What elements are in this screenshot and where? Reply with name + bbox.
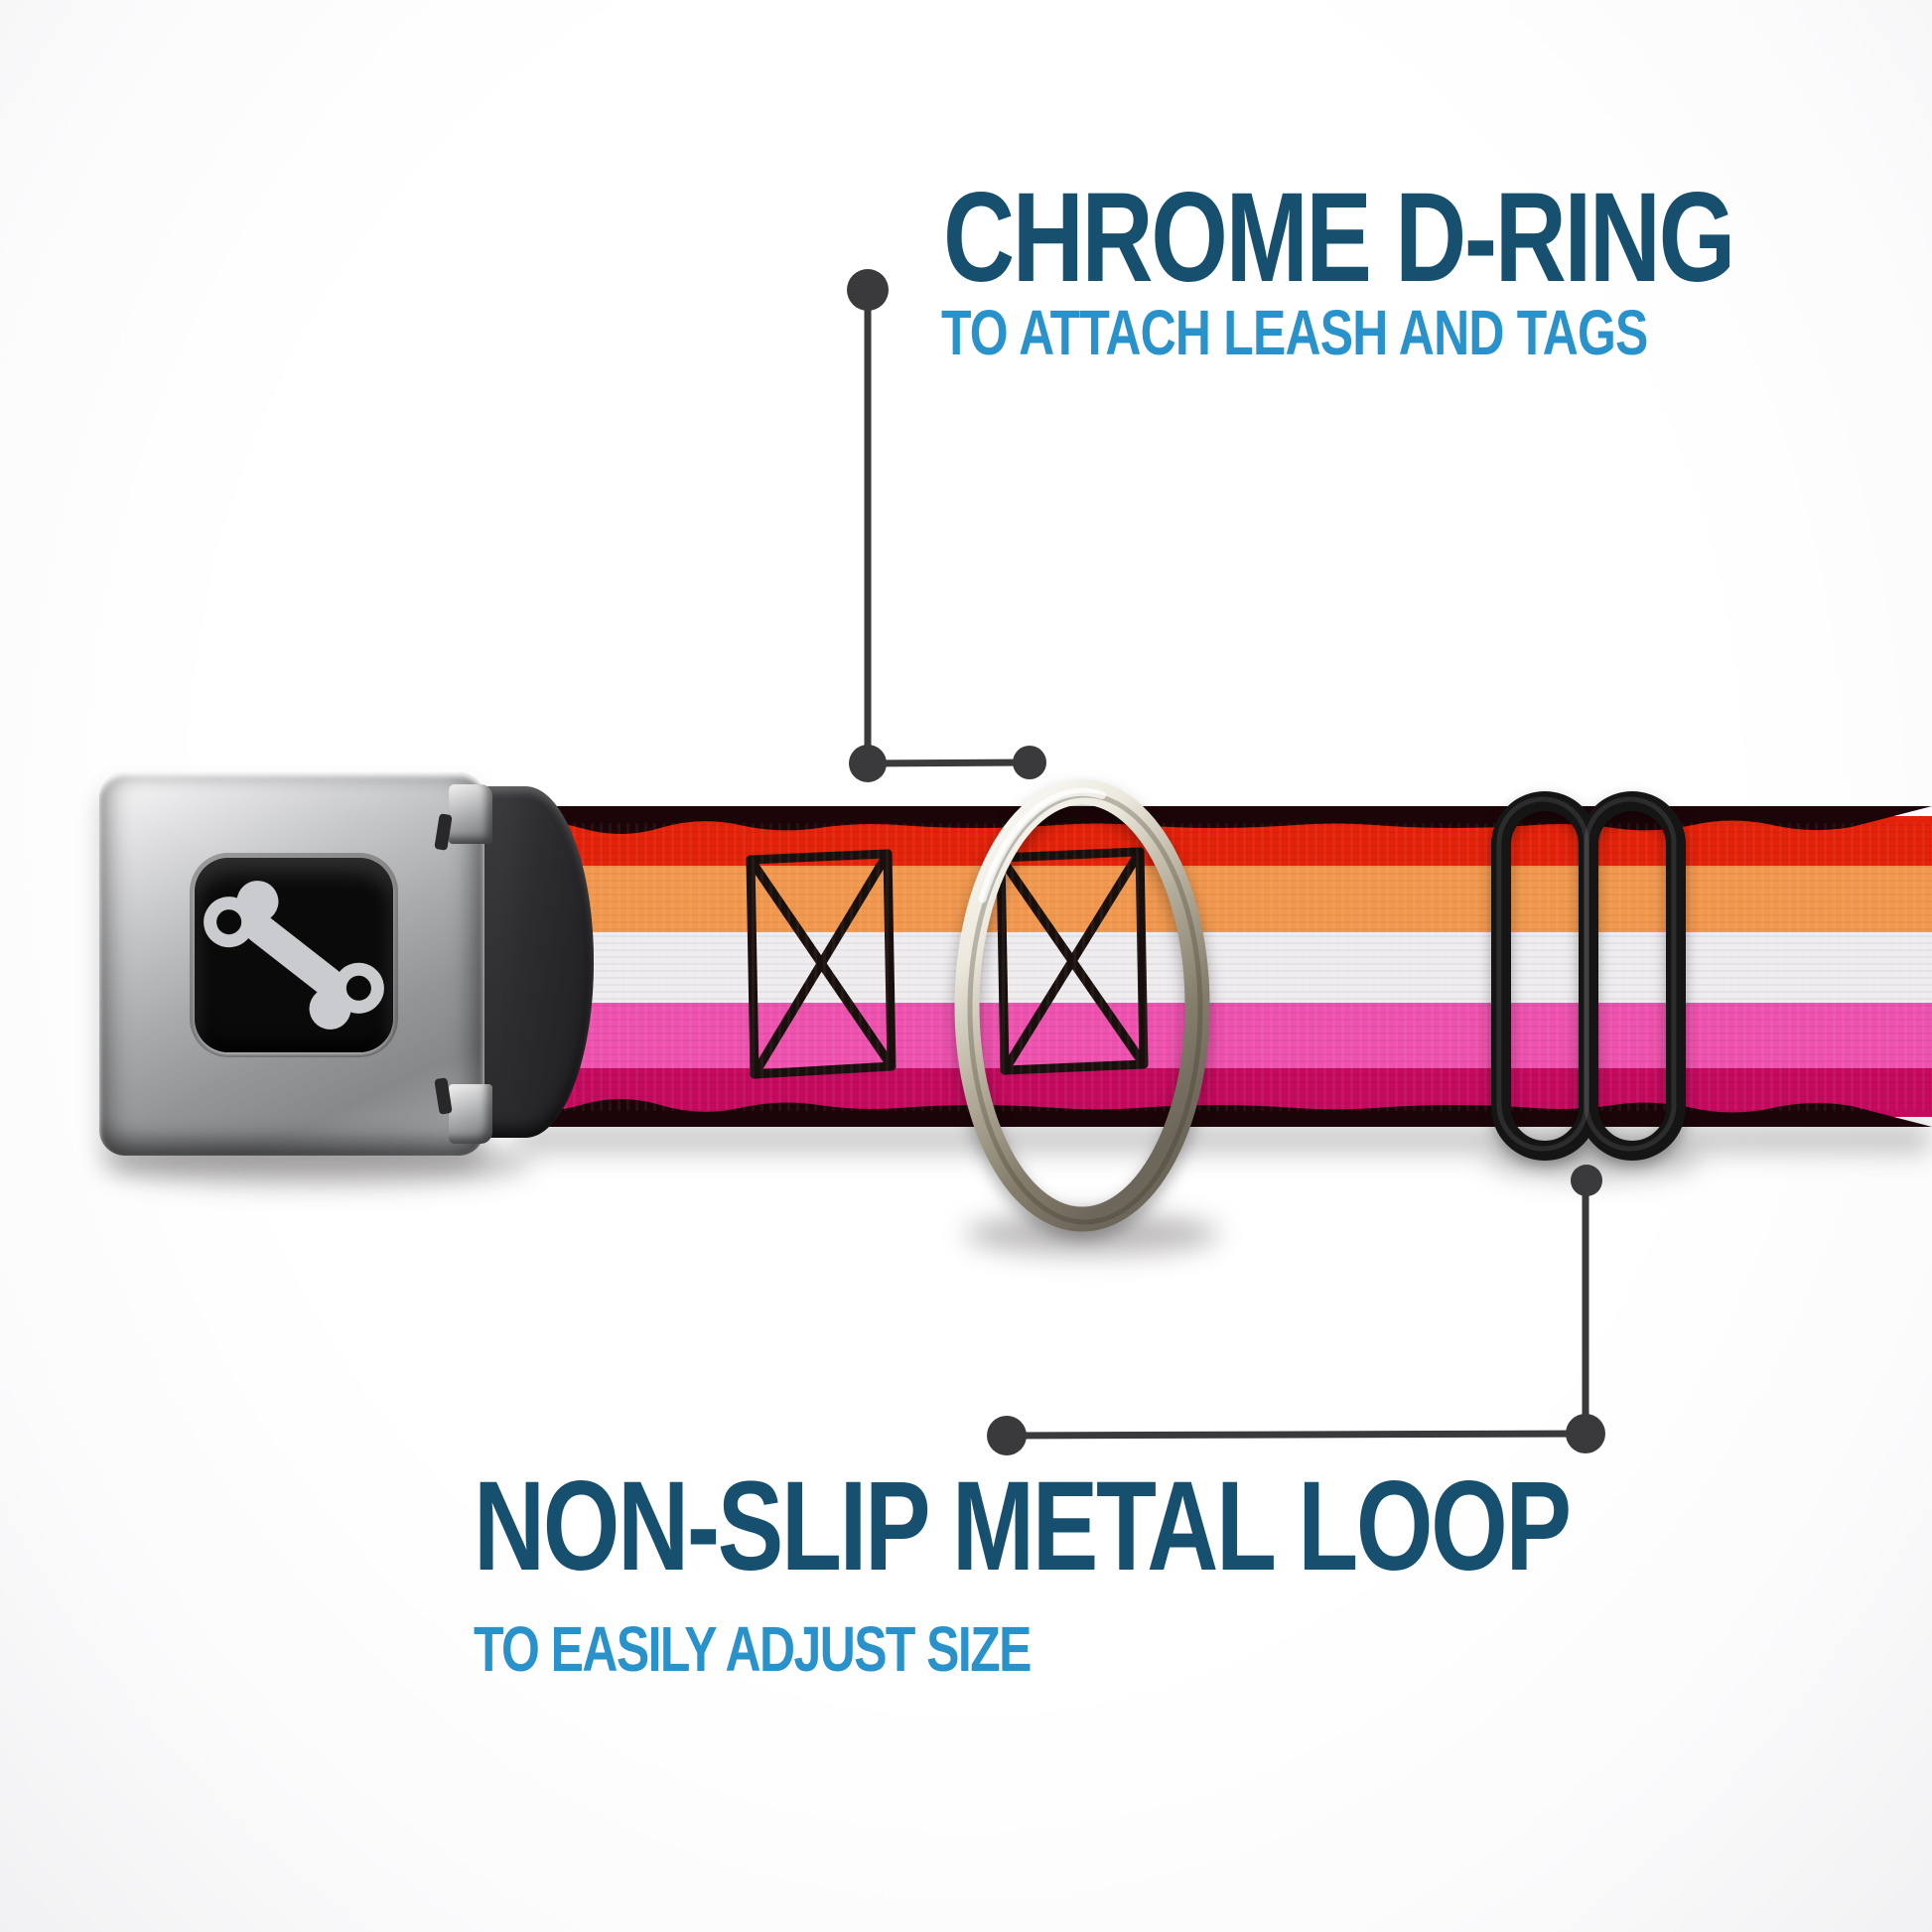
connector-dot <box>847 269 889 311</box>
callout-subtitle-metal-loop: TO EASILY ADJUST SIZE <box>474 1613 1032 1685</box>
callout-connector-metal-loop <box>987 1165 1605 1455</box>
metal-loop-slider <box>1491 791 1686 1161</box>
stitch-box-right <box>996 847 1149 1075</box>
stripe-white <box>501 932 1932 1003</box>
buckle-logo-window <box>195 858 393 1052</box>
collar-strap <box>501 806 1932 1127</box>
stitch-box-left <box>746 849 897 1079</box>
strap-shadow <box>516 1125 1932 1153</box>
strap-bottom-edge <box>501 1099 1932 1127</box>
connector-dot <box>1566 1414 1605 1453</box>
d-ring <box>954 779 1210 1232</box>
callout-title-d-ring: CHROME D-RING <box>943 167 1735 309</box>
stripe-orange <box>501 866 1932 932</box>
connector-dot <box>1013 746 1046 779</box>
callout-title-metal-loop: NON-SLIP METAL LOOP <box>474 1455 1572 1597</box>
connector-dot <box>987 1416 1027 1455</box>
connector-dot <box>849 745 887 782</box>
connector-dot <box>1571 1165 1602 1196</box>
buckle-clip-finger-top <box>449 784 492 844</box>
stripe-pink <box>501 1003 1932 1068</box>
buckle-clip-finger-bottom <box>449 1084 492 1144</box>
bone-icon <box>204 881 384 1030</box>
callout-connector-d-ring <box>847 269 1046 782</box>
seatbelt-buckle <box>99 772 484 1156</box>
buckle-latch-plate <box>465 786 594 1138</box>
callout-subtitle-d-ring: TO ATTACH LEASH AND TAGS <box>941 297 1648 368</box>
